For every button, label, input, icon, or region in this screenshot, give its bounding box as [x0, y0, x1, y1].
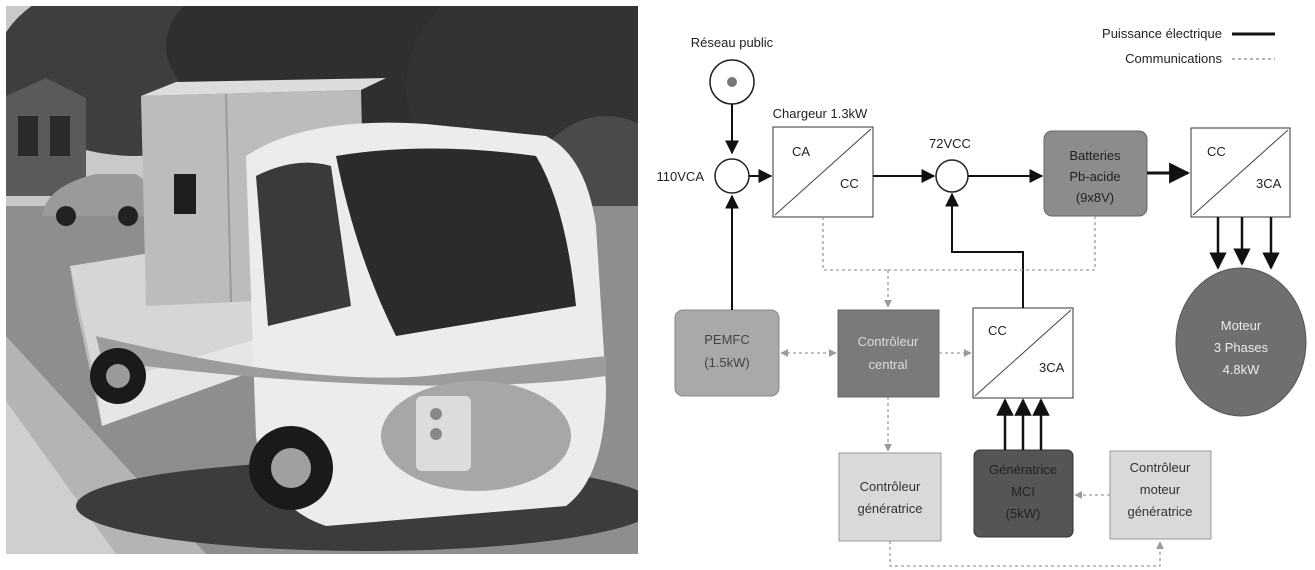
engine-controller-block: Contrôleur moteur génératrice — [1110, 451, 1211, 539]
generator-label-2: MCI — [1011, 484, 1035, 499]
charger-in-label: CA — [792, 144, 810, 159]
generator-converter-out-label: 3CA — [1039, 360, 1065, 375]
motor-inverter-in-label: CC — [1207, 144, 1226, 159]
generator-label-1: Génératrice — [989, 462, 1057, 477]
power-architecture-diagram: Puissance électrique Communications Rése… — [640, 0, 1315, 570]
grid-label: Réseau public — [691, 35, 774, 50]
legend-comms-label: Communications — [1125, 51, 1222, 66]
fuel-cell-block: PEMFC (1.5kW) — [675, 310, 779, 396]
generator-block: Génératrice MCI (5kW) — [974, 450, 1073, 537]
charger-out-label: CC — [840, 176, 859, 191]
ac-bus-node — [715, 159, 749, 193]
battery-block: Batteries Pb-acide (9x8V) — [1044, 131, 1147, 216]
generator-converter-block: CC 3CA — [973, 308, 1073, 398]
vehicle-photo — [6, 6, 638, 554]
motor-inverter-block: CC 3CA — [1191, 128, 1290, 217]
generator-label-3: (5kW) — [1006, 506, 1041, 521]
engine-controller-label-1: Contrôleur — [1130, 460, 1191, 475]
generator-converter-in-label: CC — [988, 323, 1007, 338]
engine-controller-label-2: moteur — [1140, 482, 1181, 497]
battery-label-3: (9x8V) — [1076, 190, 1114, 205]
fuel-cell-label-2: (1.5kW) — [704, 355, 750, 370]
fuel-cell-label-1: PEMFC — [704, 332, 750, 347]
engine-controller-label-3: génératrice — [1127, 504, 1192, 519]
dc-bus-label: 72VCC — [929, 136, 971, 151]
legend-power-label: Puissance électrique — [1102, 26, 1222, 41]
central-controller-block: Contrôleur central — [838, 310, 939, 397]
motor-label-3: 4.8kW — [1223, 362, 1261, 377]
central-controller-label-2: central — [868, 357, 907, 372]
motor-label-1: Moteur — [1221, 318, 1262, 333]
motor-inverter-out-label: 3CA — [1256, 176, 1282, 191]
charger-block: CA CC — [773, 127, 873, 217]
motor-label-2: 3 Phases — [1214, 340, 1269, 355]
motor-block: Moteur 3 Phases 4.8kW — [1176, 268, 1306, 416]
generator-controller-label-2: génératrice — [857, 501, 922, 516]
charger-title: Chargeur 1.3kW — [773, 106, 868, 121]
central-controller-label-1: Contrôleur — [858, 334, 919, 349]
generator-controller-label-1: Contrôleur — [860, 479, 921, 494]
dc-bus-node — [936, 160, 968, 192]
battery-label-2: Pb-acide — [1069, 169, 1120, 184]
generator-controller-block: Contrôleur génératrice — [839, 453, 941, 541]
ac-bus-label: 110VCA — [657, 169, 705, 184]
grid-source-inner — [727, 77, 737, 87]
battery-label-1: Batteries — [1069, 148, 1121, 163]
